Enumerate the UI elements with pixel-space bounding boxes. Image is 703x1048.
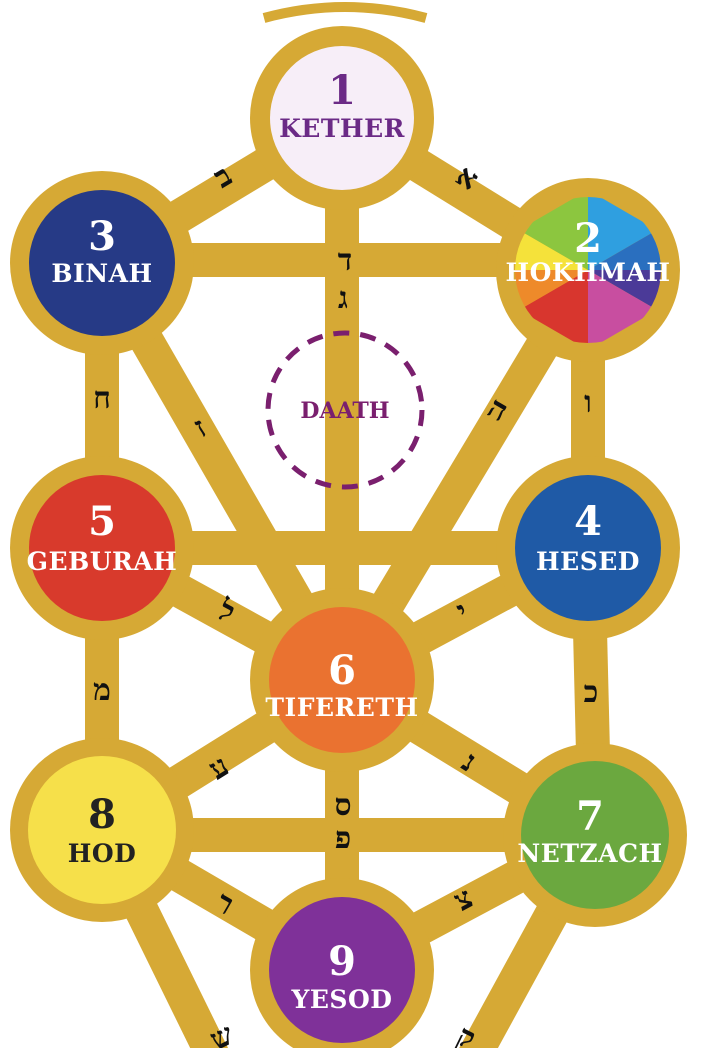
binah-circle [29, 190, 175, 336]
kether-number: 1 [328, 67, 356, 114]
geburah-number: 5 [88, 498, 116, 545]
sephirah-kether: 1 KETHER [250, 26, 434, 210]
letter-binah-geburah: ח [93, 381, 111, 416]
sephirah-hod: 8 HOD [10, 738, 194, 922]
geburah-circle [29, 475, 175, 621]
yesod-circle [269, 897, 415, 1043]
letter-hokhmah-hesed: ו [584, 385, 592, 420]
crown-arc [262, 2, 428, 23]
hokhmah-segment [588, 197, 657, 270]
kether-name: KETHER [279, 114, 405, 143]
daath-label: DAATH [300, 398, 389, 424]
tifereth-name: TIFERETH [265, 693, 418, 722]
hesed-name: HESED [536, 547, 640, 576]
sephirah-hokhmah: 2 HOKHMAH [496, 178, 680, 362]
daath: DAATH [265, 330, 425, 490]
letter-hod-netzach: פ [335, 821, 351, 856]
netzach-number: 7 [576, 793, 604, 840]
hokhmah-segment [515, 230, 588, 270]
netzach-circle [521, 761, 669, 909]
hesed-circle [515, 475, 661, 621]
letter-geburah-hod: מ [93, 673, 111, 708]
letter-kether-tifereth: ג [338, 281, 348, 316]
letter-hesed-netzach: כ [584, 675, 599, 710]
hokhmah-segment [588, 270, 657, 343]
hokhmah-number: 2 [574, 215, 602, 262]
binah-number: 3 [88, 213, 116, 260]
kether-circle [270, 46, 414, 190]
sephirah-geburah: 5 GEBURAH [10, 456, 194, 640]
sephirah-tifereth: 6 TIFERETH [250, 588, 434, 772]
sephirah-netzach: 7 NETZACH [503, 743, 687, 927]
hokhmah-name: HOKHMAH [506, 258, 671, 287]
binah-name: BINAH [51, 259, 152, 288]
hod-circle [28, 756, 176, 904]
hokhmah-segment [588, 230, 661, 270]
sephirah-hesed: 4 HESED [496, 456, 680, 640]
sephirah-yesod: 9 YESOD [250, 878, 434, 1048]
hokhmah-segment [515, 270, 588, 310]
letter-binah-hokhmah: ד [338, 243, 352, 278]
yesod-number: 9 [328, 938, 356, 985]
tifereth-circle [269, 607, 415, 753]
sephirah-binah: 3 BINAH [10, 171, 194, 355]
hokhmah-segment [588, 270, 661, 310]
hokhmah-segment [519, 197, 588, 270]
hokhmah-segment [519, 270, 588, 343]
netzach-name: NETZACH [517, 839, 662, 868]
hokhmah-rainbow [515, 197, 661, 343]
geburah-name: GEBURAH [27, 547, 178, 576]
hod-number: 8 [88, 791, 116, 838]
daath-circle [265, 330, 425, 490]
hesed-number: 4 [574, 498, 602, 545]
yesod-name: YESOD [291, 985, 393, 1014]
tifereth-number: 6 [328, 647, 356, 694]
letter-tifereth-yesod: ס [334, 788, 351, 823]
hod-name: HOD [68, 839, 137, 868]
